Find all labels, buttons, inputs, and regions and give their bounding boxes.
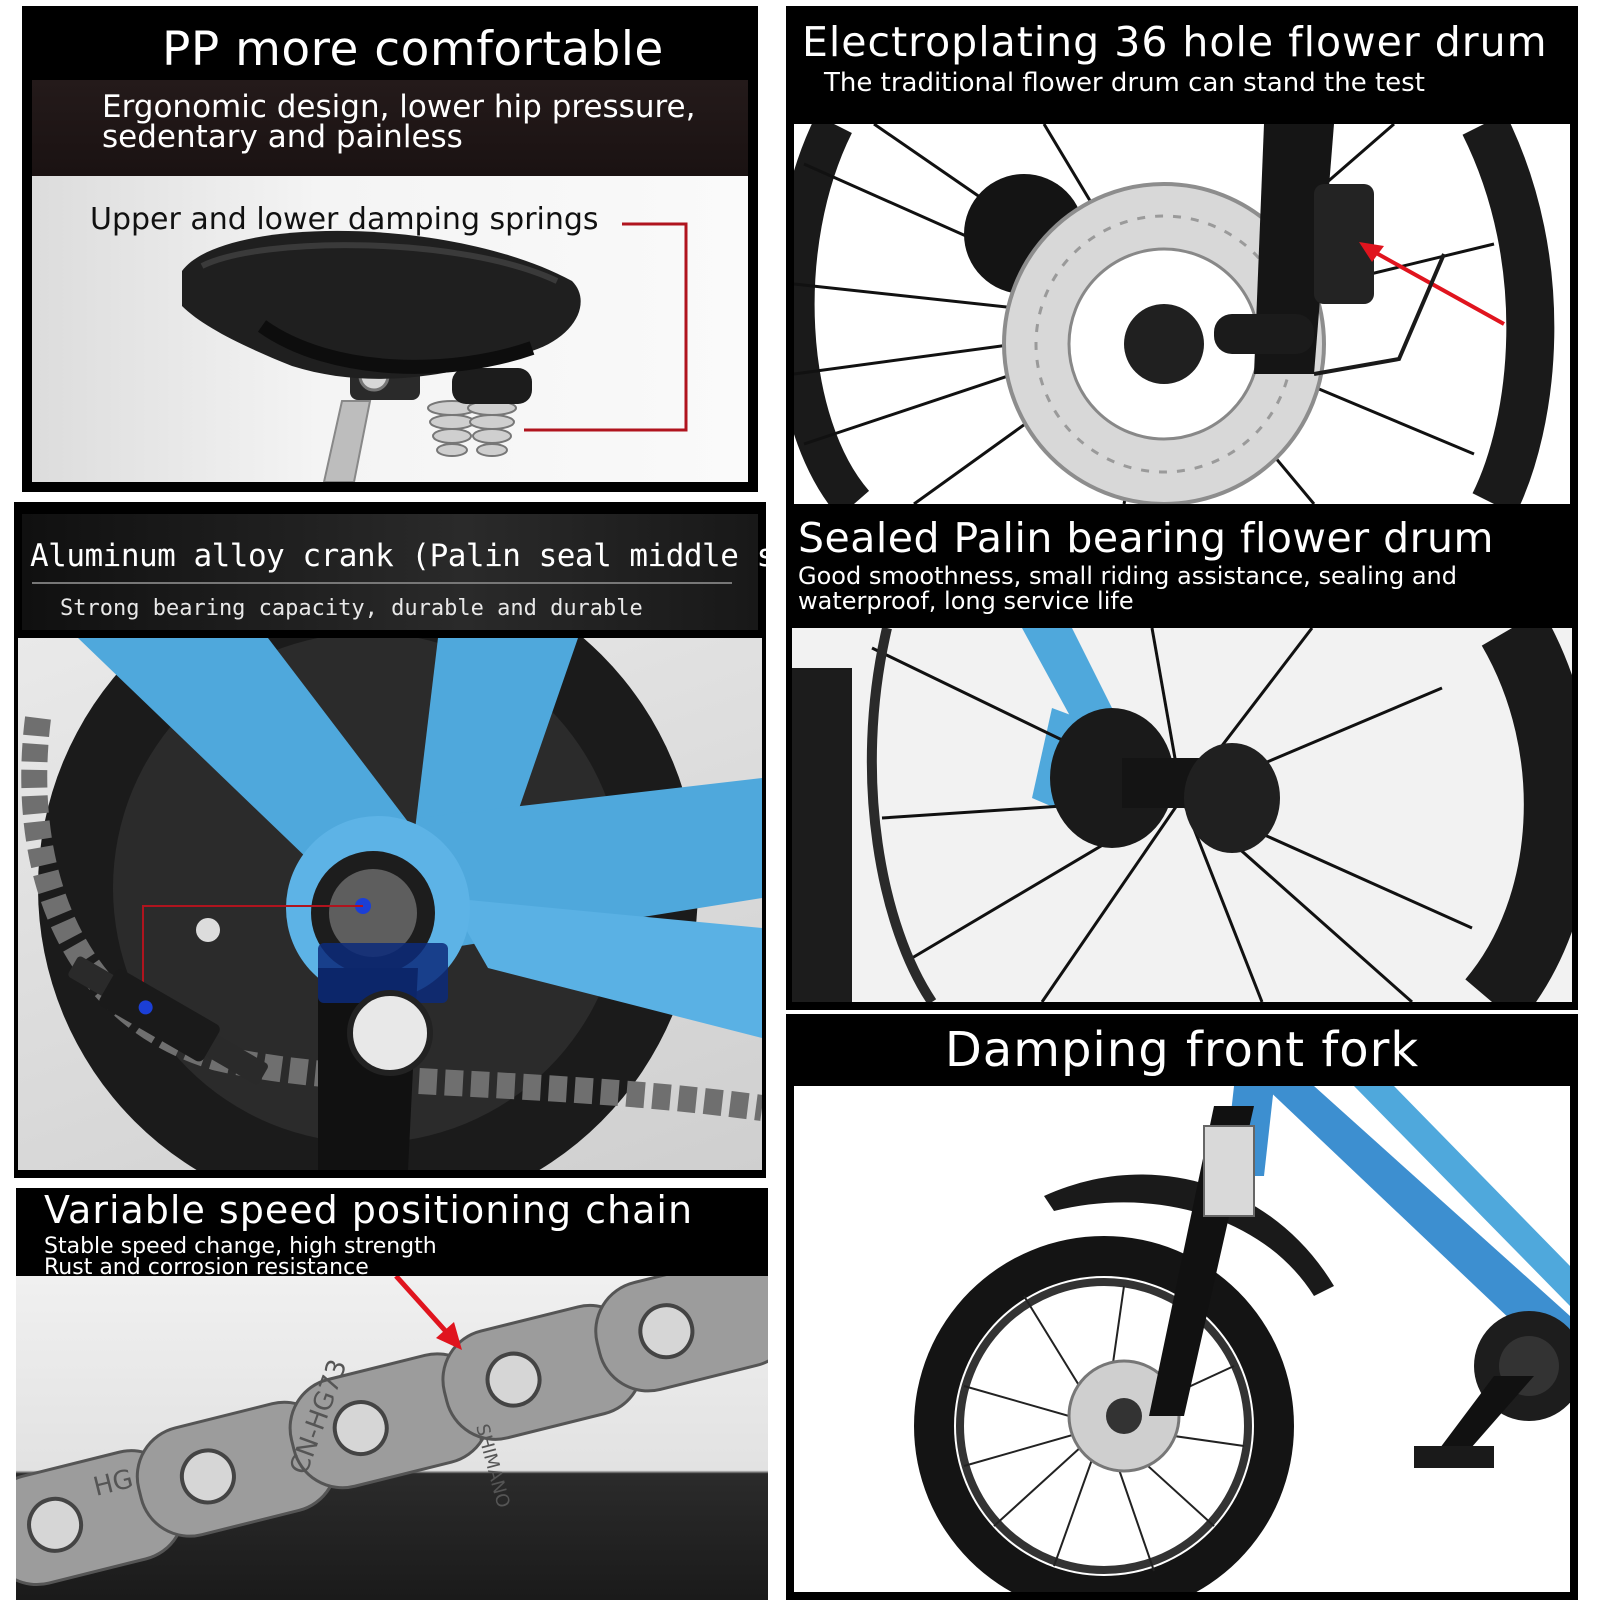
- rear-hub-title: Sealed Palin bearing flower drum: [798, 514, 1494, 562]
- chain-panel: Variable speed positioning chain Stable …: [16, 1188, 768, 1600]
- saddle-subtitle-band: [32, 80, 748, 176]
- chain-header-band: [16, 1188, 768, 1276]
- crank-illustration: [21, 638, 762, 1170]
- disc-brake-illustration: [794, 124, 1555, 504]
- chain-photo: HG CN-HG73 SHIMANO: [16, 1276, 768, 1600]
- crank-panel: Aluminum alloy crank (Palin seal middle …: [14, 502, 766, 1178]
- rear-hub-illustration: [792, 628, 1572, 1002]
- springs-callout: Upper and lower damping springs: [90, 202, 599, 237]
- saddle-subtitle: Ergonomic design, lower hip pressure, se…: [102, 89, 696, 155]
- crank-header-band: [22, 514, 758, 630]
- chain-subtitle: Stable speed change, high strength Rust …: [44, 1234, 644, 1280]
- disc-brake-title: Electroplating 36 hole flower drum: [802, 18, 1548, 66]
- chain-illustration: HG CN-HG73 SHIMANO: [16, 1276, 768, 1587]
- saddle-photo: [32, 176, 748, 482]
- rear-hub-subtitle: Good smoothness, small riding assistance…: [798, 562, 1457, 615]
- crank-title: Aluminum alloy crank (Palin seal middle …: [30, 538, 766, 574]
- saddle-illustration: [182, 222, 688, 482]
- disc-brake-panel: Electroplating 36 hole flower drum The t…: [786, 6, 1578, 512]
- rear-hub-photo: [792, 628, 1572, 1002]
- saddle-panel: PP more comfortable Ergonomic design, lo…: [22, 6, 758, 492]
- crank-subtitle: Strong bearing capacity, durable and dur…: [60, 596, 643, 621]
- crank-photo: [18, 638, 762, 1170]
- disc-brake-photo: [794, 124, 1570, 504]
- chain-subtitle-line-1: Stable speed change, high strength: [44, 1234, 437, 1259]
- rear-hub-panel: Sealed Palin bearing flower drum Good sm…: [786, 512, 1578, 1010]
- front-fork-photo: [794, 1086, 1570, 1592]
- front-fork-panel: Damping front fork: [786, 1014, 1578, 1600]
- front-fork-title: Damping front fork: [944, 1022, 1420, 1078]
- chain-subtitle-line-2: Rust and corrosion resistance: [44, 1255, 369, 1280]
- crank-header-rule: [32, 582, 732, 584]
- chain-title: Variable speed positioning chain: [44, 1188, 694, 1232]
- front-fork-illustration: [914, 1086, 1570, 1592]
- saddle-title: PP more comfortable: [162, 22, 664, 77]
- disc-brake-subtitle: The traditional flower drum can stand th…: [824, 68, 1425, 98]
